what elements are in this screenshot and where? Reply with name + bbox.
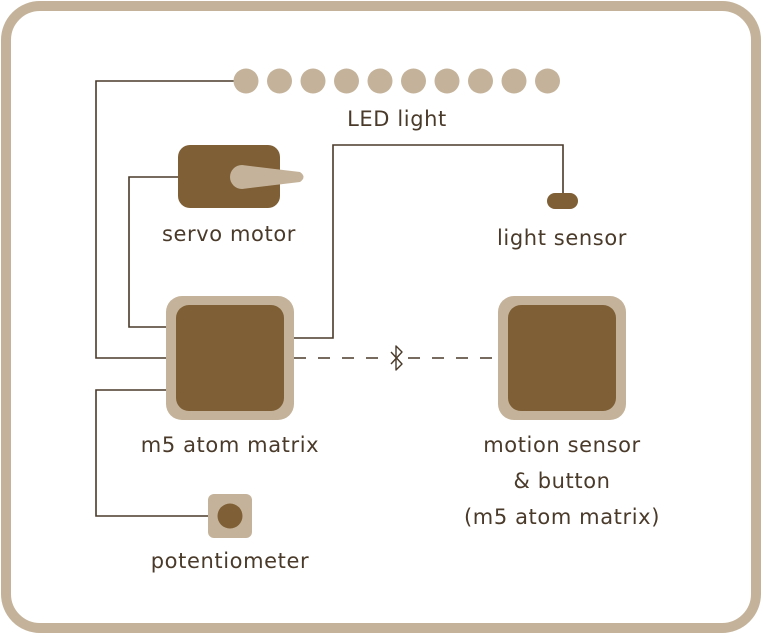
led-strip bbox=[233, 68, 560, 94]
motion-sensor-device bbox=[498, 296, 626, 420]
servo-motor bbox=[178, 145, 304, 208]
wire-servo bbox=[128, 176, 178, 328]
wires bbox=[95, 80, 564, 517]
wire-potentiometer bbox=[95, 389, 208, 517]
led-4 bbox=[334, 68, 359, 94]
light-sensor bbox=[547, 193, 578, 209]
motion-sensor-inner bbox=[508, 305, 616, 411]
motion-sensor-label-line1: motion sensor bbox=[483, 433, 641, 457]
led-1 bbox=[233, 68, 259, 94]
servo-body bbox=[178, 145, 280, 208]
potentiometer bbox=[208, 494, 252, 538]
m5-atom-matrix-label: m5 atom matrix bbox=[141, 433, 319, 457]
motion-sensor-label-line3: (m5 atom matrix) bbox=[464, 505, 660, 529]
bluetooth-icon bbox=[390, 345, 403, 371]
led-5 bbox=[367, 68, 393, 94]
servo-horn bbox=[230, 165, 304, 189]
m5-atom-matrix-inner bbox=[176, 305, 284, 411]
potentiometer-knob bbox=[217, 503, 243, 529]
m5-atom-matrix bbox=[166, 296, 294, 420]
motion-sensor-label-line2: & button bbox=[513, 469, 610, 493]
wire-led bbox=[95, 80, 234, 359]
led-light-label: LED light bbox=[347, 107, 447, 131]
led-7 bbox=[434, 68, 460, 94]
light-sensor-label: light sensor bbox=[497, 226, 627, 250]
potentiometer-label: potentiometer bbox=[151, 549, 310, 573]
led-10 bbox=[535, 68, 560, 94]
servo-motor-label: servo motor bbox=[162, 222, 296, 246]
led-8 bbox=[468, 68, 493, 94]
wire-light-sensor bbox=[294, 144, 564, 339]
led-2 bbox=[267, 68, 292, 94]
led-9 bbox=[501, 68, 527, 94]
led-3 bbox=[300, 68, 326, 94]
led-6 bbox=[401, 68, 426, 94]
